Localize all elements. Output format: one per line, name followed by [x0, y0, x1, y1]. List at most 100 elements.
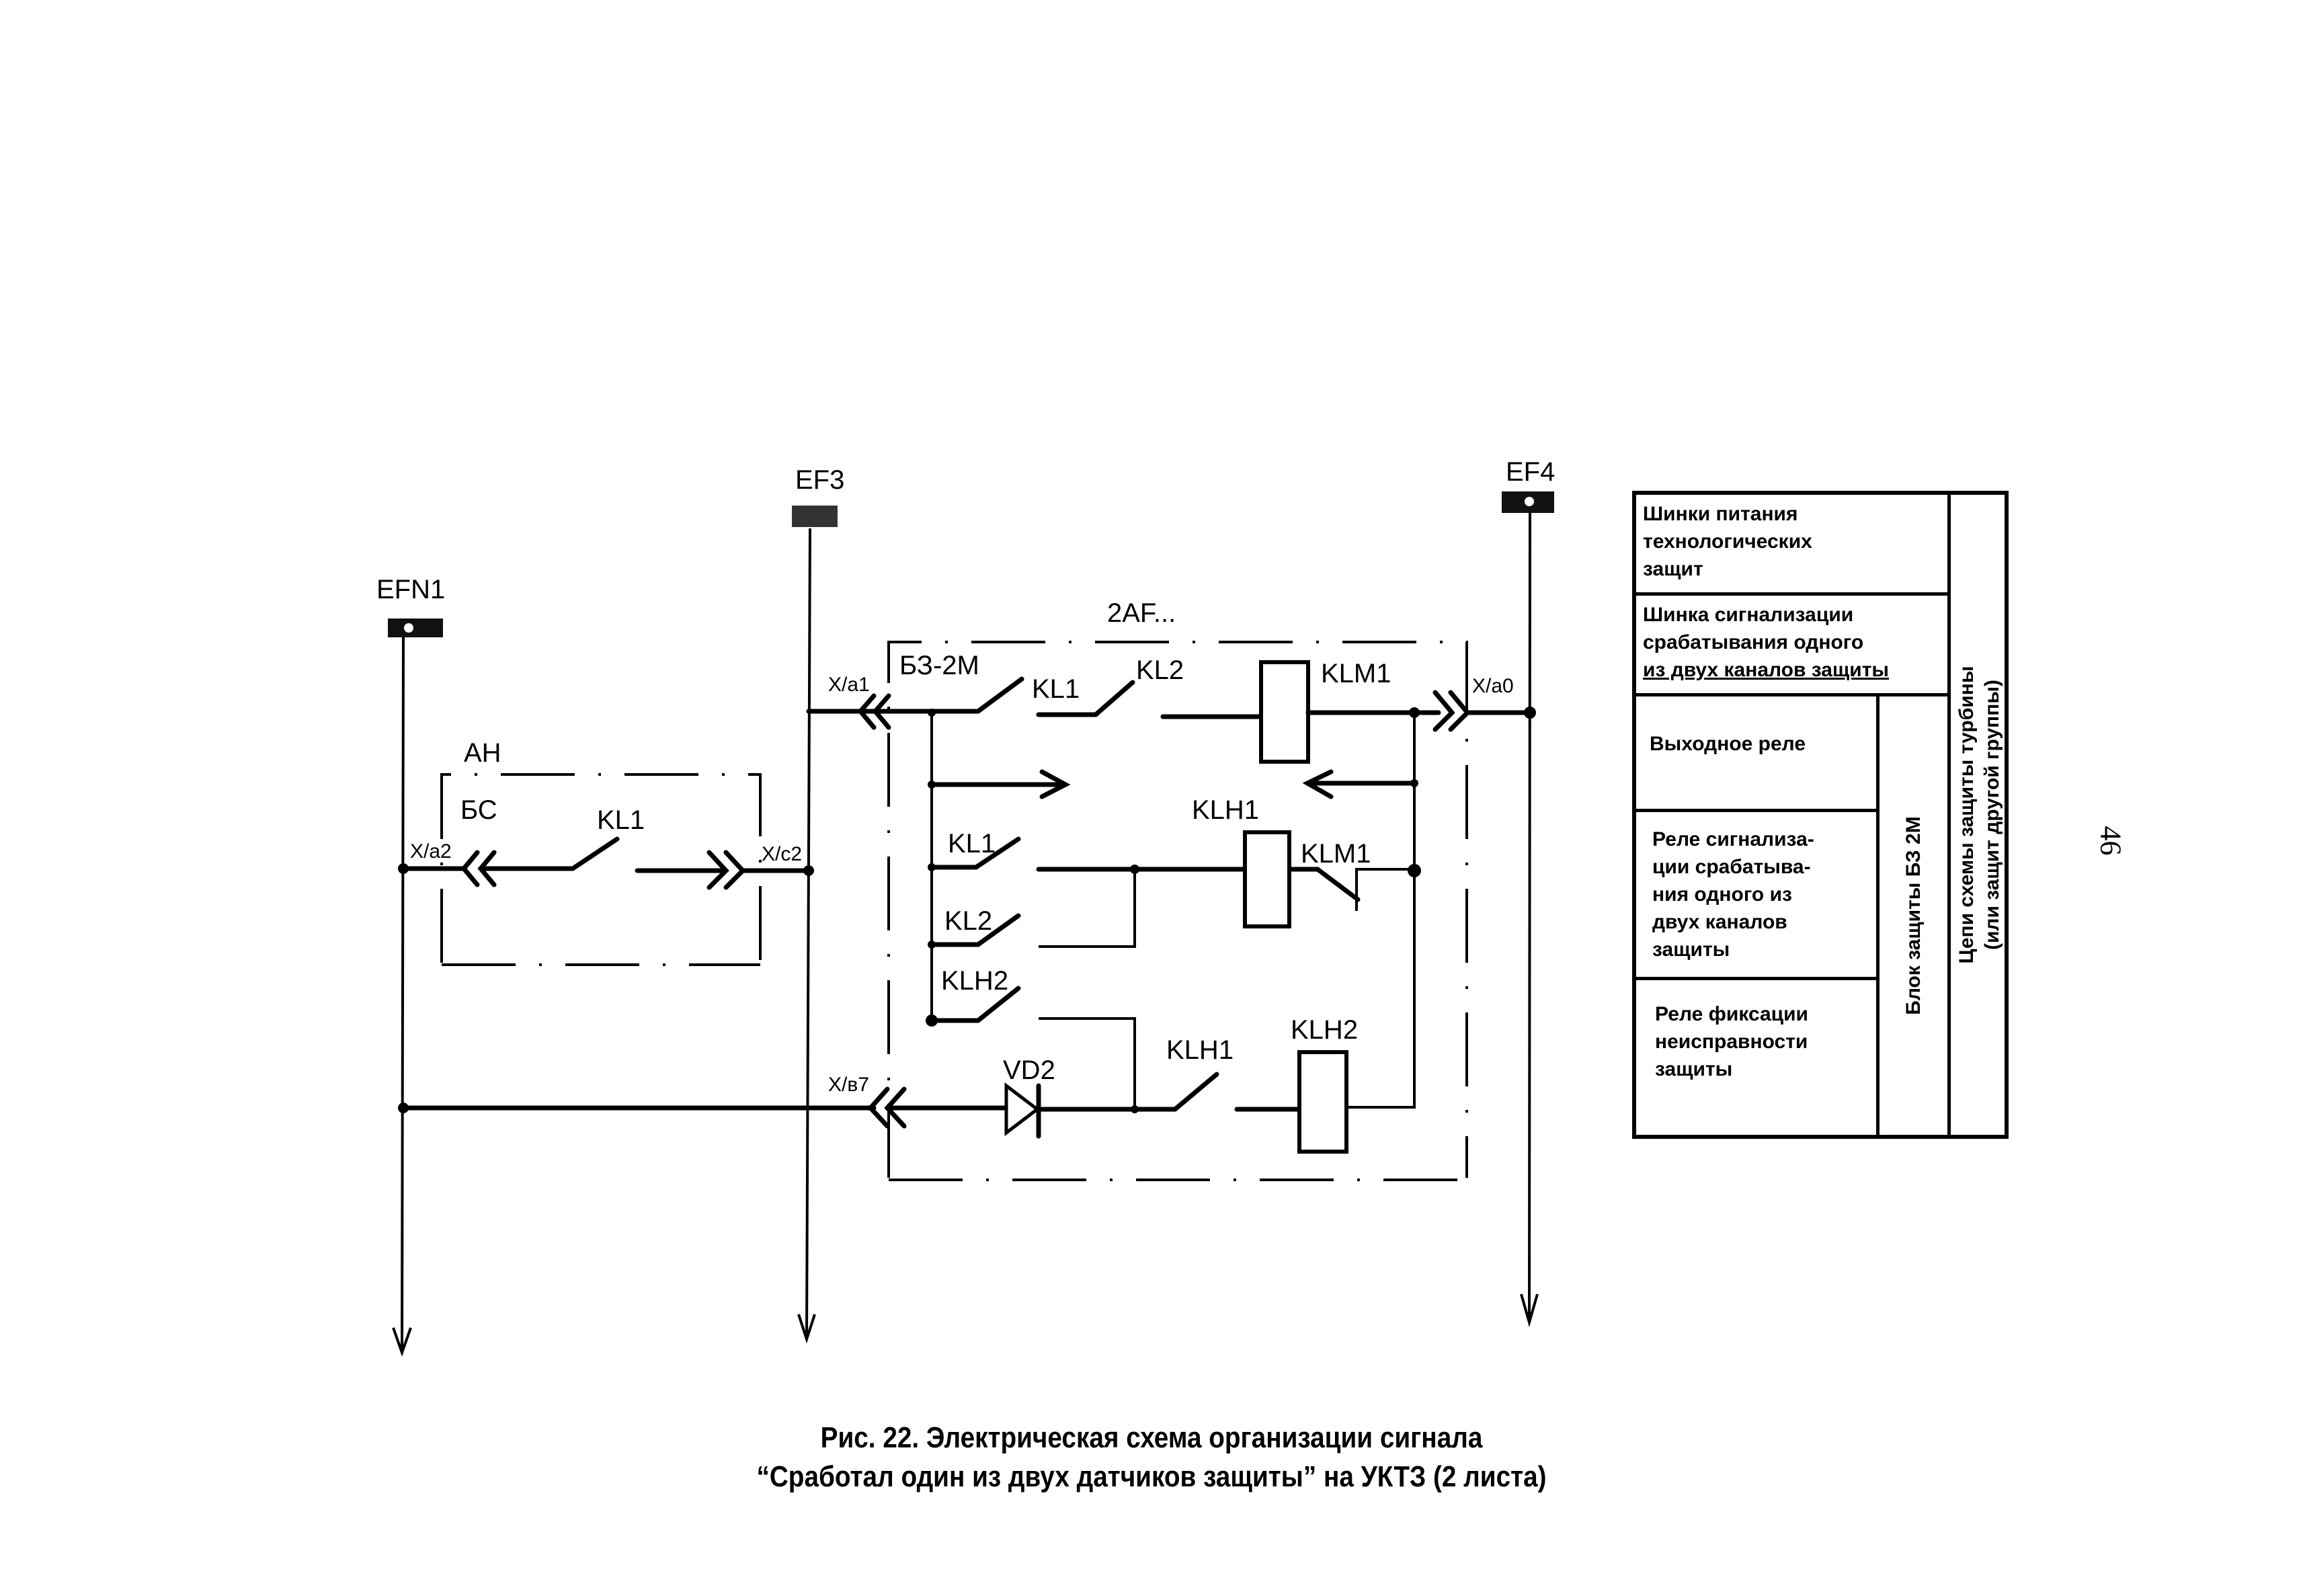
legend-row-signal-relay: Реле сигнализа- ции срабатыва- ния одног…	[1636, 812, 1880, 980]
bus-arrow-ef3	[797, 1314, 816, 1344]
caption-line-1: Рис. 22. Электрическая схема организации…	[820, 1421, 1483, 1454]
diode-vd2	[1004, 1082, 1041, 1137]
contact-label-kl2-row2: KL2	[944, 906, 992, 936]
bus-label-efn1: EFN1	[376, 575, 445, 604]
legend-row-fault-relay: Реле фиксации неисправности защиты	[1636, 980, 1880, 1135]
junction-node	[928, 941, 936, 949]
coil-klh2	[1297, 1050, 1348, 1154]
terminal-hole-efn1	[404, 623, 413, 633]
legend-vertical-line: (или защит другой группы)	[1981, 679, 2003, 951]
bus-arrow-efn1	[392, 1327, 412, 1357]
junction-node	[928, 781, 936, 789]
af-block-label: 2AF...	[1107, 598, 1176, 628]
legend-col-turbine-chain: Цепи схемы защиты турбины (или защит дру…	[1951, 495, 2009, 1135]
legend-text-line: двух каналов	[1652, 911, 1787, 933]
contact-kl2-row2	[975, 913, 1021, 947]
legend-row-signal-bus: Шинка сигнализации срабатывания одного и…	[1636, 596, 1951, 696]
legend-row-power-buses: Шинки питания технологических защит	[1636, 495, 1951, 596]
legend-vertical-line: Цепи схемы защиты турбины	[1955, 666, 1978, 964]
bus-label-ef3: EF3	[795, 465, 844, 495]
contact-kl2-row1	[1093, 680, 1135, 717]
connector-symbol-x-a0	[1432, 690, 1455, 732]
junction-node	[398, 863, 409, 874]
connector-symbol-x-a1	[857, 693, 877, 730]
contact-label-klh1-row3: KLH1	[1166, 1035, 1234, 1065]
bus-label-ef4: EF4	[1506, 457, 1555, 487]
bus-arrow-ef4	[1520, 1293, 1539, 1328]
ah-block-label: АН	[464, 738, 501, 768]
af-block-frame	[887, 641, 1468, 1178]
junction-node	[1131, 1105, 1139, 1113]
bs-label: БС	[460, 795, 497, 825]
ah-block-frame	[440, 773, 762, 963]
legend-text-line: Реле фиксации	[1655, 1003, 1809, 1025]
diode-label-vd2: VD2	[1003, 1055, 1055, 1085]
connector-label-x-a2: X/a2	[410, 840, 452, 863]
legend-vertical-label-chain: Цепи схемы защиты турбины (или защит дру…	[1954, 666, 2005, 964]
bus-efn1: EFN1	[376, 575, 445, 1357]
contact-klm1-nc	[1315, 867, 1361, 902]
contact-label-kl2-row1: KL2	[1136, 655, 1184, 685]
contact-label-kl1-row1: KL1	[1032, 674, 1080, 704]
legend-vertical-label-block: Блок защиты БЗ 2М	[1902, 816, 1925, 1015]
legend-text-line: Выходное реле	[1650, 733, 1806, 755]
bz2m-label: БЗ-2М	[899, 651, 979, 680]
terminal-hole-ef4	[1525, 497, 1534, 506]
connector-label-x-a0: X/a0	[1472, 675, 1514, 697]
contact-kl1-ah	[570, 836, 620, 871]
ah-block: АН БС X/a2 X/c2 KL1	[398, 738, 814, 966]
continuation-arrowhead-left	[1302, 769, 1334, 799]
coil-label-klh1: KLH1	[1192, 795, 1259, 825]
terminal-block-ef3	[792, 506, 838, 527]
legend-text-line: защит	[1643, 558, 1703, 580]
legend-text-line: из двух каналов защиты	[1643, 659, 1890, 681]
wire	[1346, 1103, 1416, 1109]
legend-col-protection-block: Блок защиты БЗ 2М	[1880, 696, 1951, 1135]
coil-label-klh2: KLH2	[1291, 1015, 1358, 1045]
af-block: 2AF... БЗ-2М X/a1 X/a0 X/в7 KL1 KL2 KLM1	[398, 598, 1536, 1181]
bus-line-ef3	[805, 528, 811, 1339]
contact-kl1-row1	[975, 676, 1024, 714]
legend-table: Шинки питания технологических защит Шинк…	[1632, 491, 2009, 1139]
connector-label-x-a1: X/a1	[828, 674, 870, 696]
terminal-block-efn1	[388, 619, 443, 637]
contact-klh1-row3	[1172, 1072, 1219, 1112]
legend-text-line: Шинки питания	[1643, 503, 1798, 525]
contact-label-klh2-row2: KLH2	[941, 966, 1008, 996]
legend-text-line: срабатывания одного	[1643, 631, 1864, 653]
legend-text-line: ния одного из	[1652, 883, 1792, 906]
contact-klh2-row2	[975, 986, 1021, 1023]
contact-label-klm1-nc: KLM1	[1301, 839, 1371, 869]
continuation-arrowhead-right	[1039, 769, 1071, 799]
contact-label-kl1-row2: KL1	[948, 829, 996, 859]
legend-row-output-relay: Выходное реле	[1636, 696, 1880, 812]
junction-node	[1410, 779, 1418, 787]
legend-text-line: неисправности	[1655, 1031, 1808, 1053]
legend-text-line: технологических	[1643, 530, 1812, 553]
bus-line-ef4	[1528, 512, 1531, 1322]
connector-label-x-v7: X/в7	[828, 1074, 869, 1096]
wire	[1039, 1017, 1136, 1108]
junction-node	[1408, 864, 1421, 877]
junction-node	[1524, 707, 1536, 719]
caption-line-2: “Сработал один из двух датчиков защиты” …	[756, 1460, 1547, 1493]
bus-line-efn1	[401, 637, 405, 1352]
bus-ef4: EF4	[1502, 457, 1555, 1328]
coil-label-klm1: KLM1	[1321, 659, 1391, 688]
wire	[1039, 869, 1136, 948]
bus-ef3: EF3	[792, 465, 844, 1344]
coil-klh1	[1243, 830, 1291, 928]
figure-caption: Рис. 22. Электрическая схема организации…	[138, 1419, 2165, 1497]
connector-label-x-c2: X/c2	[762, 843, 802, 865]
connector-symbol-x-v7-inner	[884, 1086, 907, 1129]
wire	[1355, 868, 1414, 911]
junction-node	[928, 863, 936, 871]
connector-symbol-x-v7	[867, 1086, 890, 1129]
legend-text-line: защиты	[1652, 939, 1730, 961]
junction-node	[398, 1103, 409, 1113]
contact-kl1-row2	[973, 836, 1021, 870]
legend-text-line: защиты	[1655, 1058, 1733, 1080]
legend-text-line: Шинка сигнализации	[1643, 604, 1854, 626]
connector-symbol-x-c2	[706, 850, 729, 890]
